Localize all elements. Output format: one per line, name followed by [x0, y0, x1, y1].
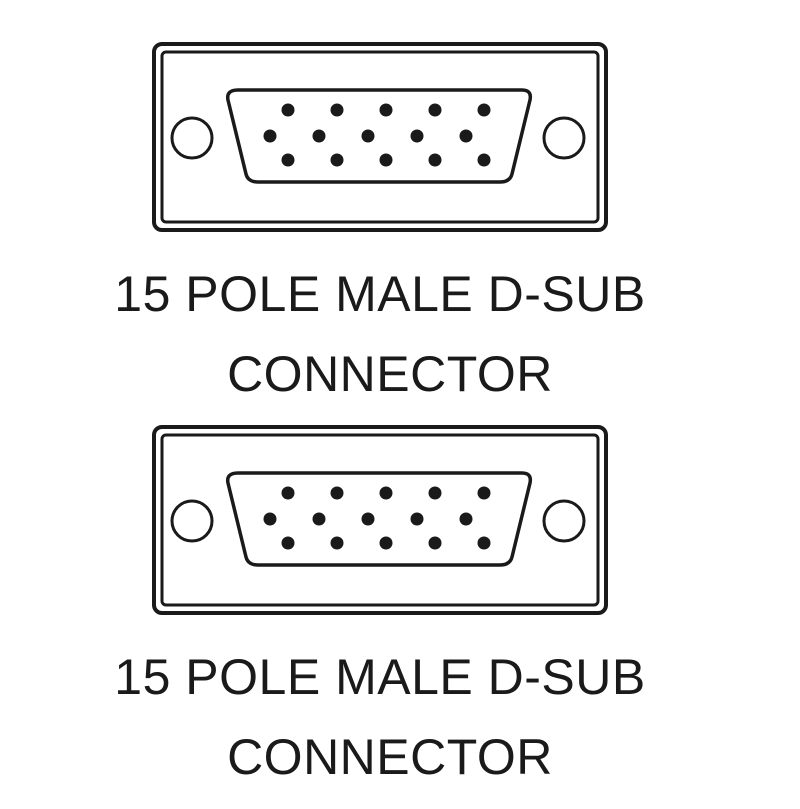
- pin-2-3: [361, 129, 375, 143]
- connector-caption-line-1: 15 POLE MALE D-SUB: [114, 266, 646, 322]
- pin-1-4: [428, 486, 442, 500]
- pin-1-5: [477, 103, 491, 117]
- mounting-hole-left: [170, 499, 214, 543]
- pin-2-5: [459, 129, 473, 143]
- d-shaped-pin-housing: [225, 88, 533, 184]
- pin-3-1: [281, 536, 295, 550]
- mounting-hole-right: [542, 499, 586, 543]
- pin-1-1: [281, 103, 295, 117]
- pin-2-3: [361, 512, 375, 526]
- mounting-hole-left: [170, 116, 214, 160]
- pin-1-1: [281, 486, 295, 500]
- pin-2-2: [312, 129, 326, 143]
- pin-2-4: [410, 129, 424, 143]
- pin-group: [263, 103, 491, 167]
- connector-caption-line-2: CONNECTOR: [227, 346, 553, 402]
- connector-inner-shell: [160, 50, 600, 224]
- pin-1-2: [330, 103, 344, 117]
- connector-inner-shell: [160, 433, 600, 607]
- connector-diagram-2: 15 POLE MALE D-SUB CONNECTOR: [0, 423, 800, 809]
- pin-3-4: [428, 536, 442, 550]
- pin-3-5: [477, 153, 491, 167]
- pin-1-4: [428, 103, 442, 117]
- pin-1-5: [477, 486, 491, 500]
- pin-3-3: [379, 153, 393, 167]
- pin-1-2: [330, 486, 344, 500]
- pin-group: [263, 486, 491, 550]
- connector-caption-line-1: 15 POLE MALE D-SUB: [114, 649, 646, 705]
- pin-3-2: [330, 153, 344, 167]
- mounting-hole-right: [542, 116, 586, 160]
- d-shaped-pin-housing: [225, 471, 533, 567]
- pin-2-4: [410, 512, 424, 526]
- pin-2-2: [312, 512, 326, 526]
- connector-diagram-1: 15 POLE MALE D-SUB CONNECTOR: [0, 40, 800, 426]
- pin-2-1: [263, 512, 277, 526]
- pin-3-2: [330, 536, 344, 550]
- connector-outer-shell: [152, 42, 608, 232]
- pin-2-5: [459, 512, 473, 526]
- dsub-connector-drawing: [152, 42, 608, 232]
- pin-1-3: [379, 486, 393, 500]
- connector-outer-shell: [152, 425, 608, 615]
- pin-3-3: [379, 536, 393, 550]
- dsub-connector-drawing: [152, 425, 608, 615]
- pin-3-1: [281, 153, 295, 167]
- pin-1-3: [379, 103, 393, 117]
- pin-2-1: [263, 129, 277, 143]
- pin-3-4: [428, 153, 442, 167]
- pin-3-5: [477, 536, 491, 550]
- connector-caption-line-2: CONNECTOR: [227, 729, 553, 785]
